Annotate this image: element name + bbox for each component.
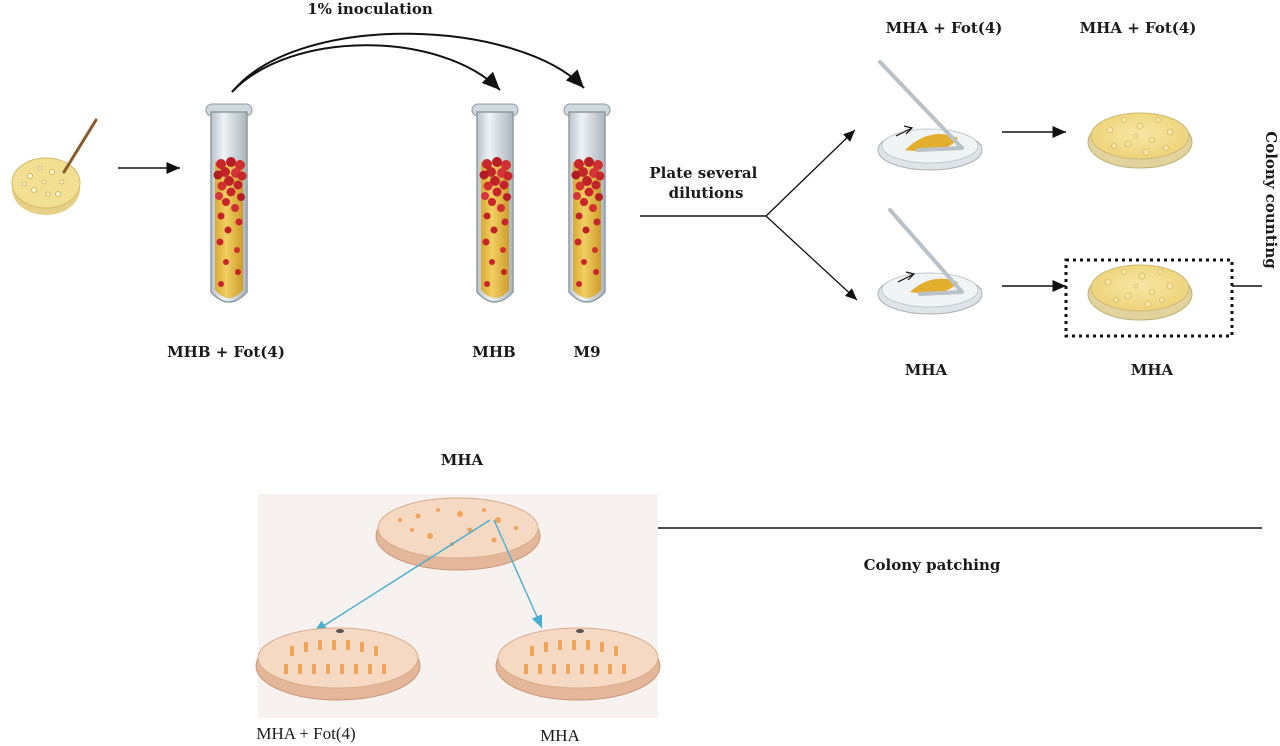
plate-dilutions-label: Plate several dilutions: [649, 164, 762, 202]
transfer-arrow-right: [493, 519, 543, 629]
tube-label-mhb: MHB: [472, 343, 515, 361]
source-plate-mha: [375, 497, 541, 571]
patch-plate-label-mha: MHA: [540, 726, 580, 745]
tube-mhb-fot4: [205, 103, 253, 303]
split-arrow-up: [765, 129, 856, 217]
starter-plate-icon: [11, 118, 98, 215]
patch-plate-mha: [495, 627, 661, 701]
incubated-plate-top: [1087, 112, 1193, 169]
split-arrow-down: [765, 215, 858, 301]
tube-label-mhb-fot4: MHB + Fot(4): [167, 343, 285, 361]
spread-plate-top: [877, 60, 983, 171]
tube-label-m9: M9: [573, 343, 600, 361]
colony-patching-label: Colony patching: [864, 556, 1001, 574]
inoculation-arrow-mhb: [231, 44, 501, 93]
patch-plate-mha-fot4: [255, 627, 421, 701]
plate-label-top-1: MHA + Fot(4): [886, 19, 1003, 37]
transfer-arrow-left: [313, 519, 491, 633]
patch-plate-label-fot4: MHA + Fot(4): [256, 724, 355, 743]
inoculation-label: 1% inoculation: [307, 0, 433, 18]
plate-label-top-2: MHA + Fot(4): [1080, 19, 1197, 37]
source-plate-label: MHA: [441, 451, 484, 469]
tube-m9: [563, 103, 611, 303]
plate-dilutions-line-2: dilutions: [669, 184, 744, 202]
plate-dilutions-line: Plate several: [649, 164, 757, 182]
incubated-plate-bottom: [1087, 264, 1193, 321]
plate-label-bottom-1: MHA: [905, 361, 948, 379]
inoculation-arrow-m9: [231, 32, 585, 93]
spread-plate-bottom: [877, 208, 983, 315]
tube-mhb: [471, 103, 519, 303]
plate-label-bottom-2: MHA: [1131, 361, 1174, 379]
colony-counting-label: Colony counting: [1262, 131, 1280, 269]
selected-plate-box: [1064, 258, 1234, 338]
